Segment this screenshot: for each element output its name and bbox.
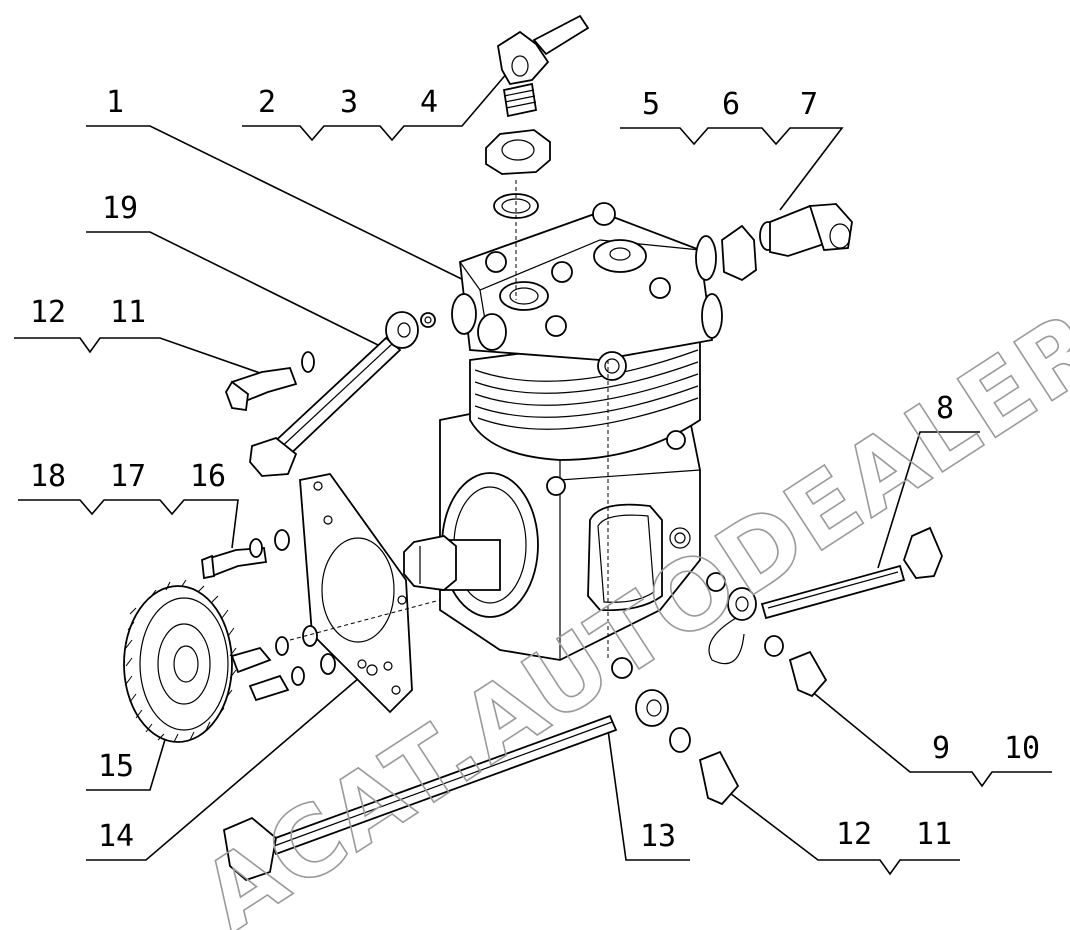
- oil-tube-19: [225, 311, 436, 477]
- callout-12-lower: 12: [836, 817, 872, 852]
- oil-tube-8: [706, 526, 943, 698]
- callout-5: 5: [642, 87, 660, 122]
- callout-1: 1: [106, 85, 124, 120]
- callout-13: 13: [640, 819, 676, 854]
- callout-3: 3: [340, 85, 358, 120]
- side-fitting-5-6-7: [695, 203, 853, 282]
- oil-tube-13: [222, 360, 740, 882]
- callout-14: 14: [98, 819, 134, 854]
- callout-15: 15: [98, 749, 134, 784]
- callout-18: 18: [30, 459, 66, 494]
- callout-16: 16: [190, 459, 226, 494]
- callout-12-upper: 12: [30, 295, 66, 330]
- callout-4: 4: [420, 85, 438, 120]
- crankshaft-end: [403, 535, 501, 591]
- callout-labels: 1 2 3 4 5 6 7 8 9 10 11 12 11 12 13 14 1…: [30, 85, 1040, 854]
- top-fitting-2-3-4: [485, 14, 590, 300]
- gasket-14: [299, 473, 413, 714]
- callout-2: 2: [258, 85, 276, 120]
- callout-6: 6: [722, 87, 740, 122]
- callout-7: 7: [800, 87, 818, 122]
- callout-8: 8: [936, 391, 954, 426]
- callout-19: 19: [102, 191, 138, 226]
- bolts-16-17-18: [201, 529, 441, 702]
- callout-17: 17: [110, 459, 146, 494]
- head-bolts: [485, 202, 686, 496]
- leader-lines: [14, 71, 1052, 876]
- callout-9: 9: [932, 731, 950, 766]
- callout-11-upper: 11: [110, 295, 146, 330]
- callout-11-lower: 11: [916, 817, 952, 852]
- callout-10: 10: [1004, 731, 1040, 766]
- drive-gear-15: [123, 579, 237, 743]
